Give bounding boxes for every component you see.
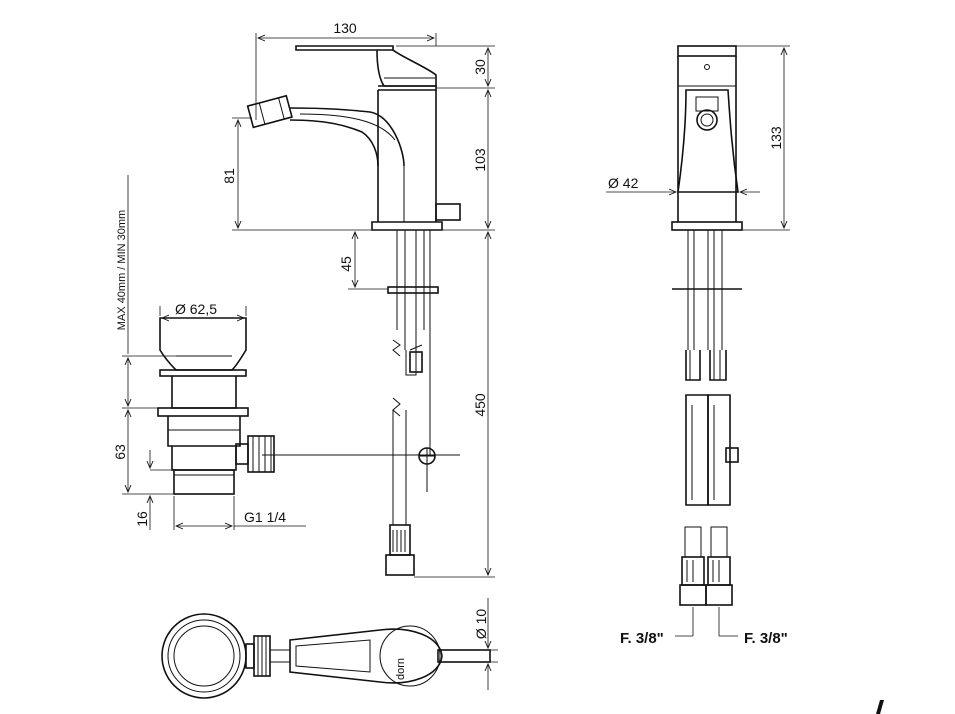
drain-view bbox=[157, 317, 275, 495]
svg-text:45: 45 bbox=[338, 256, 354, 272]
nozzle bbox=[246, 94, 293, 129]
svg-text:F. 3/8": F. 3/8" bbox=[620, 630, 664, 647]
nozzle-front-outer bbox=[696, 109, 718, 131]
front-view bbox=[246, 45, 461, 576]
svg-text:Ø 10: Ø 10 bbox=[473, 609, 489, 640]
dim-vertical-right: 30 103 450 bbox=[396, 45, 495, 578]
svg-text:MAX 40mm / MIN 30mm: MAX 40mm / MIN 30mm bbox=[116, 210, 128, 330]
svg-text:63: 63 bbox=[112, 444, 128, 460]
dim-81: 81 bbox=[221, 117, 372, 231]
lever-top-view bbox=[289, 628, 443, 684]
popup-knob bbox=[435, 203, 461, 221]
corner-mark bbox=[876, 700, 884, 714]
svg-text:dorn: dorn bbox=[395, 658, 407, 680]
lever-top bbox=[295, 45, 394, 51]
base bbox=[371, 221, 443, 231]
svg-text:G1 1/4: G1 1/4 bbox=[244, 509, 286, 525]
dim-drain: Ø 62,5 MAX 40mm / MIN 30mm 63 16 G1 1/4 bbox=[112, 175, 306, 530]
drain-cap bbox=[159, 317, 247, 371]
dim-10: Ø 10 bbox=[440, 598, 498, 690]
svg-text:30: 30 bbox=[472, 59, 488, 75]
top-view: dorn bbox=[161, 613, 491, 699]
dim-side: 133 Ø 42 F. 3/8" F. 3/8" bbox=[606, 45, 790, 647]
svg-text:130: 130 bbox=[333, 20, 357, 36]
body-sides bbox=[377, 90, 437, 222]
svg-text:16: 16 bbox=[134, 511, 150, 527]
dim-130: 130 bbox=[255, 20, 437, 120]
dim-45: 45 bbox=[338, 232, 388, 290]
svg-text:Ø 42: Ø 42 bbox=[608, 175, 639, 191]
side-view bbox=[671, 45, 743, 606]
svg-text:F. 3/8": F. 3/8" bbox=[744, 630, 788, 647]
svg-text:133: 133 bbox=[768, 126, 784, 150]
spout-top bbox=[289, 107, 405, 167]
svg-text:103: 103 bbox=[472, 148, 488, 172]
lever-body bbox=[376, 49, 437, 87]
spout-bottom bbox=[289, 119, 379, 167]
drain-top-outer bbox=[161, 613, 247, 699]
svg-text:450: 450 bbox=[472, 393, 488, 417]
svg-text:Ø 62,5: Ø 62,5 bbox=[175, 301, 217, 317]
svg-text:81: 81 bbox=[221, 168, 237, 184]
